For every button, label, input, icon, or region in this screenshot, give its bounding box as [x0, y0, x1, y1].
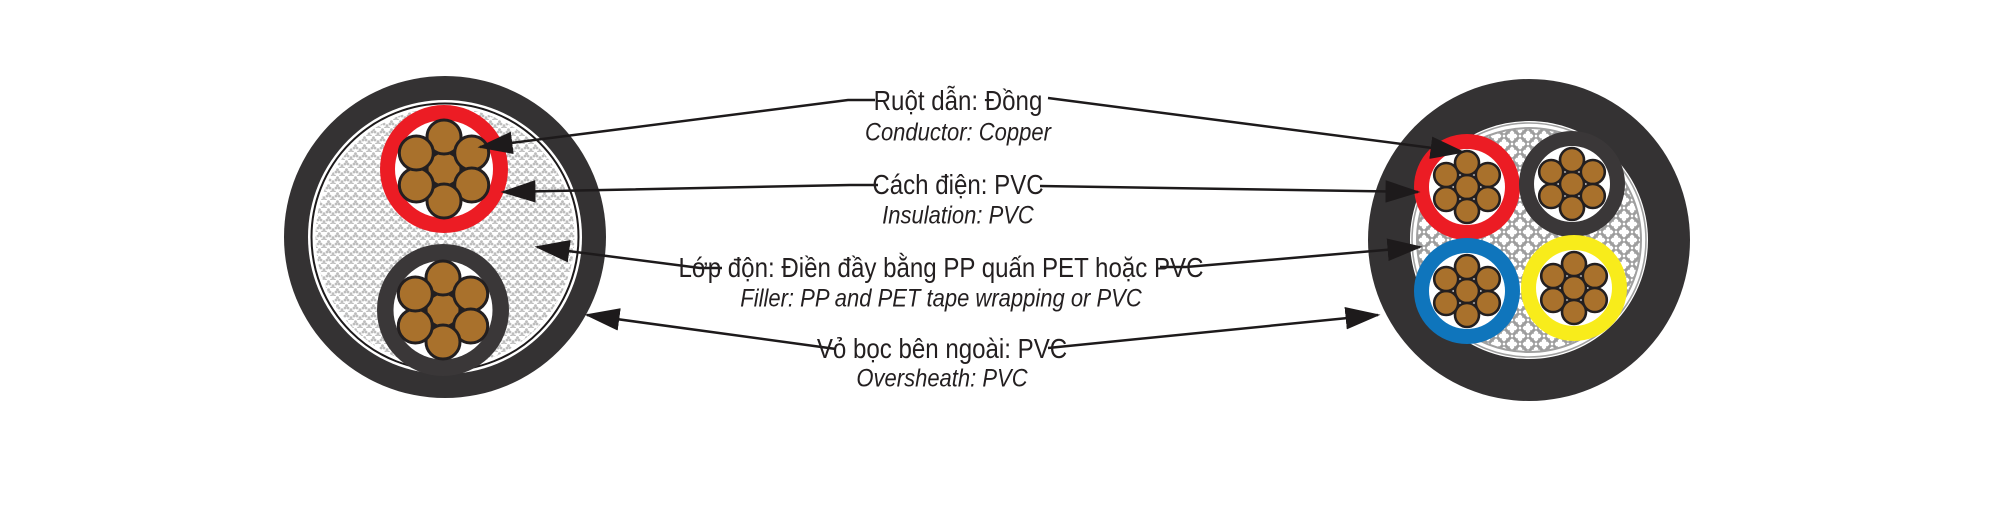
- left-core-red: [380, 105, 508, 233]
- label-oversheath-en: Oversheath: PVC: [856, 364, 1028, 393]
- leader-filler-right: [1160, 238, 1423, 269]
- label-filler-vi: Lớp độn: Điền đầy bằng PP quấn PET hoặc …: [678, 252, 1204, 283]
- leader-oversheath-right: [1047, 307, 1381, 350]
- left-core-black: [377, 244, 509, 376]
- cable-left: [284, 76, 606, 398]
- leader-conductor-left: [477, 98, 875, 155]
- label-insulation-en: Insulation: PVC: [882, 201, 1034, 230]
- leader-insulation-left: [500, 180, 878, 203]
- label-conductor-vi: Ruột dẫn: Đồng: [873, 85, 1043, 116]
- right-core-red: [1414, 134, 1520, 240]
- right-core-black: [1519, 131, 1625, 237]
- label-conductor-en: Conductor: Copper: [865, 118, 1051, 147]
- leader-insulation-right: [1039, 180, 1421, 203]
- label-insulation-vi: Cách điện: PVC: [872, 169, 1044, 200]
- leader-conductor-right: [1047, 96, 1466, 159]
- right-core-blue: [1414, 238, 1520, 344]
- right-core-yellow: [1521, 235, 1627, 341]
- label-oversheath-vi: Vỏ bọc bên ngoài: PVC: [816, 333, 1068, 364]
- leader-lines: [477, 96, 1466, 351]
- cable-right: [1368, 79, 1690, 401]
- leader-filler-left: [534, 239, 722, 270]
- leader-oversheath-left: [584, 308, 837, 351]
- label-filler-en: Filler: PP and PET tape wrapping or PVC: [740, 284, 1142, 313]
